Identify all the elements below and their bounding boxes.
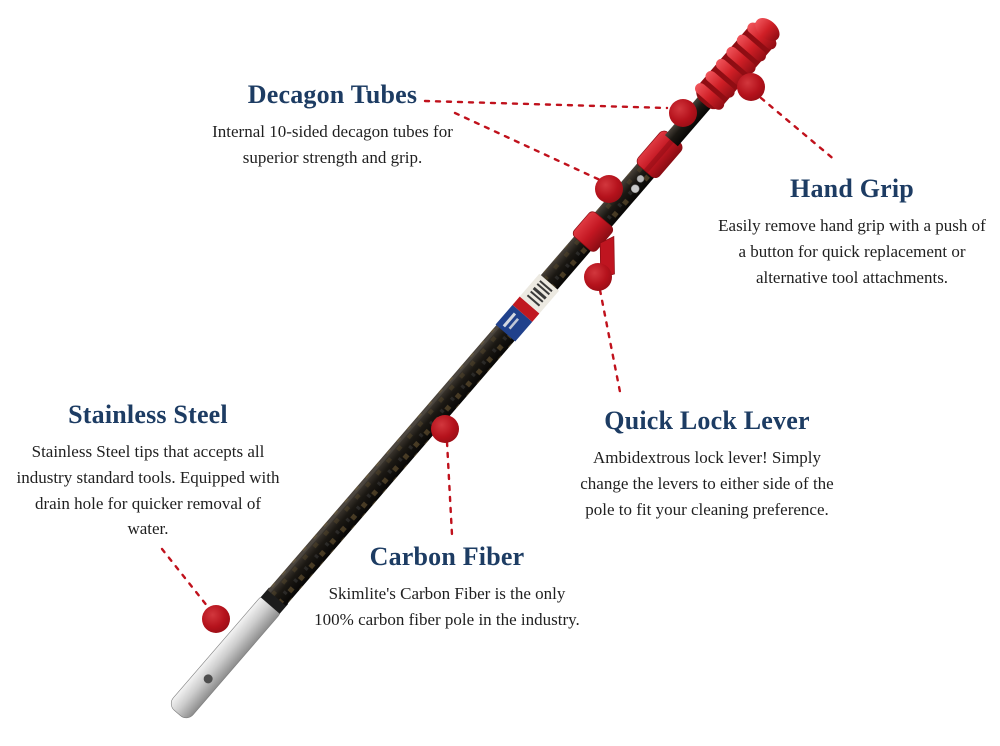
pole-illustration [170,18,780,719]
callout-decagon-tubes: Decagon Tubes Internal 10-sided decagon … [200,80,465,171]
grip-rib [715,58,746,86]
grip-collar-shadow [643,136,677,173]
marker-quick-lock-lever [584,263,612,291]
grip-rib [695,83,725,110]
marker-decagon-tubes-upper [669,99,697,127]
leader-carbon-fiber [445,440,454,537]
tube-highlight [268,319,505,593]
label-text-mark [502,312,517,328]
product-label-sticker [495,273,560,342]
feature-title: Hand Grip [790,174,914,203]
release-pin [636,175,645,183]
leader-quick-lock [598,288,623,399]
callout-quick-lock-lever: Quick Lock Lever Ambidextrous lock lever… [560,406,854,522]
leader-hand-grip [759,96,838,163]
leader-decagon-upper [423,99,669,110]
drain-hole [203,674,213,684]
marker-decagon-tubes-lower [595,175,623,203]
barcode-tick [536,283,551,296]
barcode-tick [530,290,544,303]
callout-carbon-fiber: Carbon Fiber Skimlite's Carbon Fiber is … [306,542,588,633]
marker-stainless-steel [202,605,230,633]
callout-hand-grip: Hand Grip Easily remove hand grip with a… [706,174,998,290]
feature-description: Easily remove hand grip with a push of a… [718,216,986,287]
marker-carbon-fiber [431,415,459,443]
label-red-band [512,296,540,322]
grip-rib [726,46,756,74]
callout-stainless-steel: Stainless Steel Stainless Steel tips tha… [8,400,288,542]
feature-markers [202,73,765,633]
leader-lines [160,96,838,609]
feature-description: Internal 10-sided decagon tubes for supe… [212,122,453,167]
feature-title: Carbon Fiber [369,542,525,571]
barcode-tick [532,286,547,300]
label-text-mark [508,317,520,330]
grip-rib [736,34,767,62]
grip-rib [705,71,735,98]
release-pin [630,184,640,194]
leader-decagon-lower [453,111,602,182]
tip-junction-ring [260,587,289,614]
marker-hand-grip [737,73,765,101]
barcode-tick [526,294,541,307]
carbon-weave-texture [267,319,520,606]
leader-stainless-steel [160,547,210,609]
feature-title: Stainless Steel [68,400,228,429]
feature-title: Quick Lock Lever [604,406,810,435]
feature-title: Decagon Tubes [247,80,418,109]
feature-description: Stainless Steel tips that accepts all in… [16,442,280,539]
feature-description: Ambidextrous lock lever! Simply change t… [580,448,834,519]
grip-end-cap [755,18,780,41]
feature-description: Skimlite's Carbon Fiber is the only 100%… [314,584,580,629]
barcode-tick [539,280,553,293]
hand-grip [695,18,780,110]
